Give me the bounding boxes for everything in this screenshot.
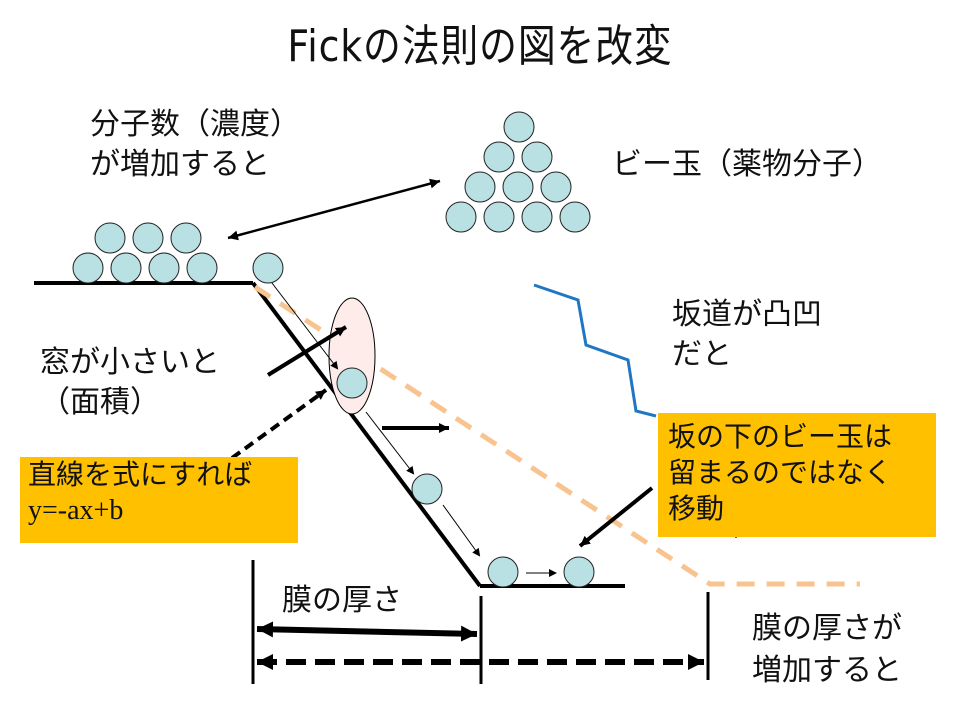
- thickness-increase-label-line2: 増加すると: [752, 653, 902, 688]
- marble: [336, 367, 368, 399]
- equation-callout-line1: 直線を式にすれば: [28, 458, 253, 491]
- marble: [132, 222, 164, 254]
- bumpy-slope-line: [533, 283, 657, 418]
- marble: [110, 252, 142, 284]
- marble: [148, 252, 180, 284]
- marble: [252, 252, 284, 284]
- marble: [186, 252, 218, 284]
- path-arrow-2: [365, 411, 415, 475]
- area-label: （面積）: [40, 385, 160, 420]
- path-arrow-1: [271, 282, 339, 370]
- marble: [411, 473, 443, 505]
- equation-pointer-arrow: [230, 388, 328, 460]
- marble: [502, 171, 534, 203]
- membrane-slope-line: [251, 281, 482, 588]
- thickness-arrow: [256, 621, 478, 642]
- marble-label: ビー玉（薬物分子）: [612, 147, 882, 182]
- marble: [72, 252, 104, 284]
- concentration-arrow: [227, 178, 441, 241]
- bottom-marbles-callout-line1: 坂の下のビー玉は: [668, 420, 893, 453]
- bumpy-slope-label-line2: だと: [672, 337, 732, 372]
- marbles-group: [72, 111, 595, 588]
- bottom-marbles-callout-line2: 留まるのではなく: [668, 456, 893, 489]
- window-label: 窓が小さいと: [40, 345, 220, 380]
- marble: [464, 171, 496, 203]
- path-arrow-3: [442, 504, 481, 557]
- bumpy-slope-label-line1: 坂道が凸凹: [672, 297, 822, 332]
- marble: [483, 141, 515, 173]
- marble: [559, 201, 591, 233]
- marble: [483, 201, 515, 233]
- thickness-label: 膜の厚さ: [282, 583, 402, 618]
- concentration-label-line2: が増加すると: [90, 147, 270, 182]
- page-title: Fickの法則の図を改変: [287, 21, 673, 72]
- bottom-marbles-callout: 坂の下のビー玉は 留まるのではなく 移動: [658, 413, 936, 537]
- equation-callout-line2: y=-ax+b: [28, 495, 124, 526]
- marble: [503, 111, 535, 143]
- marble: [563, 556, 595, 588]
- marble: [521, 201, 553, 233]
- bottom-marble-pointer-arrow: [578, 486, 654, 548]
- marble: [540, 171, 572, 203]
- thickness-increase-label-line1: 膜の厚さが: [752, 611, 902, 646]
- marble: [445, 201, 477, 233]
- thick-membrane-dashed-slope: [253, 284, 860, 587]
- concentration-label-line1: 分子数（濃度）: [90, 107, 300, 142]
- marble: [487, 556, 519, 588]
- marble: [94, 222, 126, 254]
- marble: [170, 222, 202, 254]
- bottom-marbles-callout-line3: 移動: [668, 492, 725, 525]
- equation-callout: 直線を式にすれば y=-ax+b: [20, 457, 298, 543]
- marble: [521, 141, 553, 173]
- window-pointer-arrow: [266, 325, 348, 377]
